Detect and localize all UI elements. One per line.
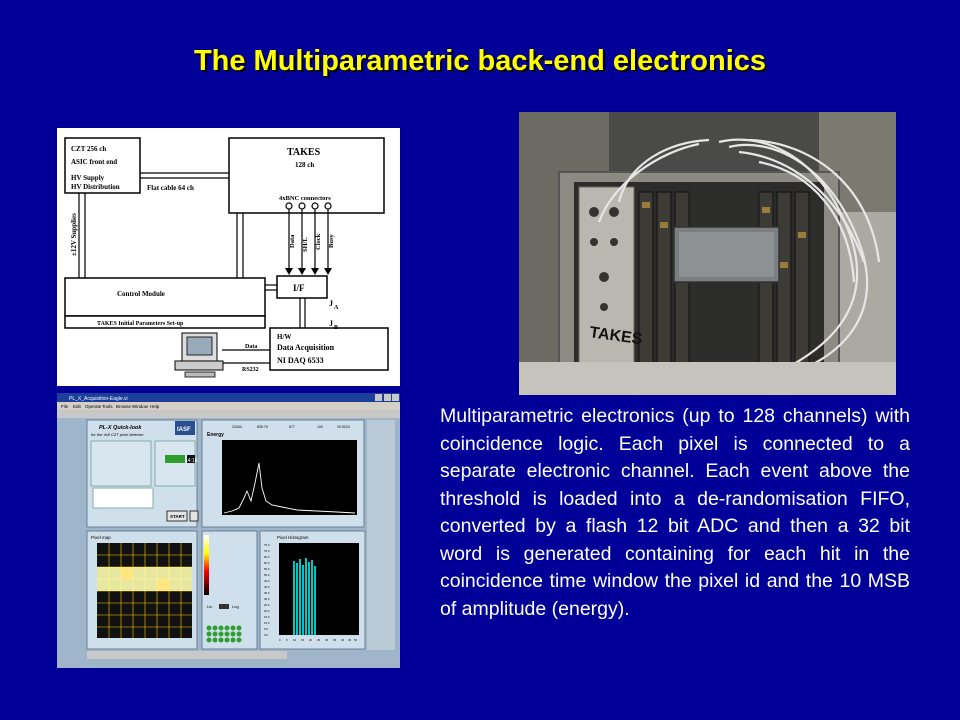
menu-tools[interactable]: Tools <box>102 404 113 409</box>
hist-ytick: 30.0 <box>264 597 270 601</box>
hist-ytick: 65.0 <box>264 555 270 559</box>
hist-xtick: 40 <box>341 638 345 642</box>
hv-supply-label: HV Supply <box>71 174 105 182</box>
ja-sub-label: A <box>334 305 339 311</box>
hist-ytick: 10.0 <box>264 621 270 625</box>
hist-ytick: 15.0 <box>264 615 270 619</box>
lin-log-toggle[interactable] <box>219 604 229 609</box>
hist-ytick: 70.0 <box>264 549 270 553</box>
hist-xtick: 15 <box>301 638 305 642</box>
app-subtitle: for the 4x8 CZT pixel detector <box>91 432 144 437</box>
menu-edit[interactable]: Edit <box>73 404 82 409</box>
hist-ytick: 40.0 <box>264 585 270 589</box>
jb-label: J <box>329 319 333 328</box>
app-title: PL-X Quick-look <box>99 425 142 431</box>
signal-label-shl: SH/L <box>302 237 309 252</box>
hist-xtick: 25 <box>317 638 321 642</box>
menu-browse[interactable]: Browse <box>116 404 132 409</box>
hist-xtick: 35 <box>333 638 337 642</box>
daq-label: Data Acquisition <box>277 343 335 352</box>
hist-ytick: 35.0 <box>264 591 270 595</box>
hist-ytick: 50.0 <box>264 573 270 577</box>
hist-ytick: 5.0 <box>264 627 268 631</box>
menu-file[interactable]: File <box>61 404 69 409</box>
bnc-label: 4xBNC connectors <box>279 195 331 202</box>
takes-ch-label: 128 ch <box>295 161 314 169</box>
if-label: I/F <box>293 283 305 293</box>
hist-xtick: 0 <box>279 638 281 642</box>
hw-label: H/W <box>277 333 291 341</box>
window-title: PL_X_Acquisition-Eagle.vi <box>69 396 128 402</box>
hist-xtick: 30 <box>325 638 329 642</box>
hist-ytick: 45.0 <box>264 579 270 583</box>
hist-ytick: 0.0 <box>264 633 268 637</box>
supplies-label: ±12V Supplies <box>70 213 78 256</box>
field-1: 835.79 <box>257 425 268 429</box>
hist-ytick: 20.0 <box>264 609 270 613</box>
hist-xtick: 20 <box>309 638 313 642</box>
pixel-map-title: Pixel map <box>91 535 111 540</box>
control-module-label: Control Module <box>117 290 165 298</box>
menu-window[interactable]: Window <box>132 404 149 409</box>
hist-ytick: 60.0 <box>264 561 270 565</box>
asic-label: ASIC front end <box>71 158 117 166</box>
ni-daq-label: NI DAQ 6533 <box>277 356 324 365</box>
slide-title: The Multiparametric back-end electronics <box>193 45 767 77</box>
labview-screenshot: PL_X_Acquisition-Eagle.vi File Edit Oper… <box>57 393 400 668</box>
hv-distribution-label: HV Distribution <box>71 183 120 191</box>
rack-photo: TAKES <box>519 112 896 395</box>
hist-ytick: 25.0 <box>264 603 270 607</box>
menu-operate[interactable]: Operate <box>85 404 102 409</box>
jb-sub-label: B <box>334 325 338 331</box>
hist-xtick: 50 <box>354 638 358 642</box>
hist-xtick: 10 <box>293 638 297 642</box>
timer-display: 14:16 <box>185 458 198 464</box>
signal-label-busy: Busy <box>328 234 335 248</box>
lin-label: Lin <box>207 604 212 609</box>
hist-xtick: 5 <box>286 638 288 642</box>
takes-label: TAKES <box>287 147 321 158</box>
stop-button[interactable] <box>189 510 199 522</box>
hist-ytick: 55.0 <box>264 567 270 571</box>
energy-spectrum-line <box>223 462 356 514</box>
signal-label-clock: Clock <box>315 233 322 250</box>
description-paragraph: Multiparametric electronics (up to 128 c… <box>440 405 910 620</box>
field-0: 23264 <box>232 425 242 429</box>
computer-icon <box>174 332 224 378</box>
iasf-logo: IASF <box>177 427 191 433</box>
field-3: 100 <box>317 425 323 429</box>
menu-help[interactable]: Help <box>150 404 160 409</box>
rs232-label: RS232 <box>242 367 259 373</box>
block-diagram: CZT 256 ch ASIC front end HV Supply HV D… <box>57 128 400 386</box>
hist-ytick: 75.0 <box>264 543 270 547</box>
flat-cable-label: Flat cable 64 ch <box>147 184 194 192</box>
field-4: 29.0024 <box>337 425 350 429</box>
hist-xtick: 45 <box>348 638 352 642</box>
start-button[interactable] <box>166 510 188 522</box>
energy-title: Energy <box>207 432 224 438</box>
data-link-label: Data <box>245 344 257 350</box>
signal-label-data: Data <box>289 234 296 248</box>
pixel-histogram-title: Pixel Histogram <box>277 535 309 540</box>
params-label: TAKES Initial Parameters Set-up <box>97 321 184 327</box>
field-2: 677 <box>289 425 295 429</box>
log-label: Log <box>232 604 239 609</box>
svg-text:START: START <box>170 514 185 519</box>
ja-label: J <box>329 299 333 308</box>
czt-label: CZT 256 ch <box>71 145 106 153</box>
